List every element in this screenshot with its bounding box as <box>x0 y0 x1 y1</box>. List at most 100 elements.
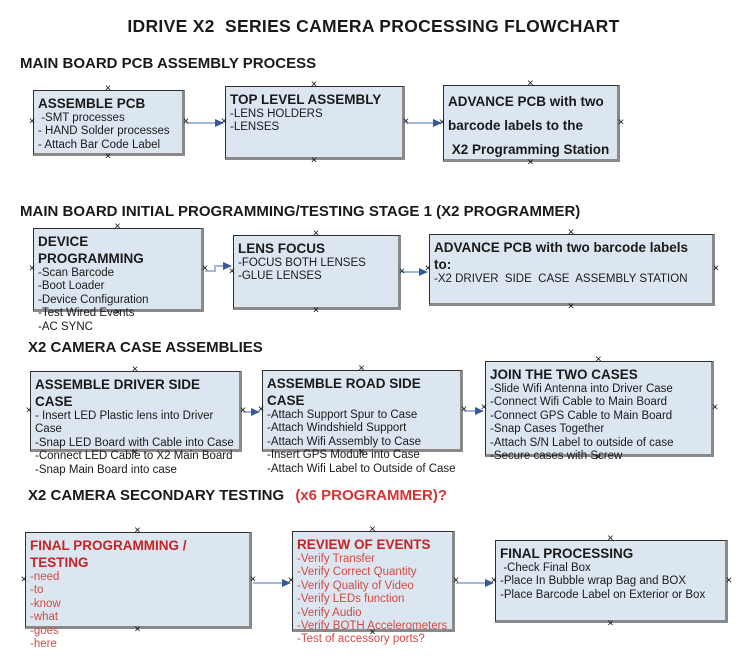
node-item: -to <box>30 584 44 597</box>
section-header-initial-programming: MAIN BOARD INITIAL PROGRAMMING/TESTING S… <box>20 203 580 220</box>
node-item: -Attach Support Spur to Case <box>267 409 418 421</box>
node-title: ASSEMBLE PCB <box>38 96 146 111</box>
connection-anchor-icon: × <box>287 574 295 586</box>
node-title: TOP LEVEL ASSEMBLY <box>230 92 382 107</box>
connection-anchor-icon: × <box>711 401 719 414</box>
node-item: -Verify Audio <box>297 606 362 619</box>
connection-anchor-icon: × <box>402 115 410 128</box>
flow-node-review-of-events: ×××× REVIEW OF EVENTS -Verify Transfer -… <box>288 524 459 645</box>
node-item: - Attach Bar Code Label <box>38 138 161 151</box>
connection-anchor-icon: × <box>28 262 36 275</box>
connection-anchor-icon: × <box>312 227 320 240</box>
connection-anchor-icon: × <box>20 573 28 585</box>
node-item: -Snap Main Board into case <box>35 463 177 476</box>
flow-node-final-processing: ×××× FINAL PROCESSING -Check Final Box -… <box>491 533 732 629</box>
section-header-pcb-assembly: MAIN BOARD PCB ASSEMBLY PROCESS <box>20 55 316 72</box>
connection-anchor-icon: × <box>595 353 602 366</box>
node-item: -Place Barcode Label on Exterior or Box <box>500 588 706 601</box>
connection-anchor-icon: × <box>312 304 320 317</box>
flow-node-advance-pcb-driver-side-station: ×××× ADVANCE PCB with two barcode labels… <box>425 227 719 312</box>
node-item: -Secure cases with Screw <box>490 450 623 463</box>
node-item: -Verify BOTH Accelerometers <box>297 620 448 633</box>
node-item: -Check Final Box <box>500 562 591 574</box>
node-title: ADVANCE PCB with two barcode labels to: <box>434 240 692 272</box>
node-item: -AC SYNC <box>38 320 93 333</box>
page-title: IDRIVE X2 SERIES CAMERA PROCESSING FLOWC… <box>127 16 620 36</box>
node-item: -Verify LEDs function <box>297 593 405 606</box>
connection-anchor-icon: × <box>104 150 112 163</box>
connection-anchor-icon: × <box>310 154 318 167</box>
node-item: -GLUE LENSES <box>238 270 322 283</box>
node-item: -Snap LED Board with Cable into Case <box>35 436 234 449</box>
flow-node-final-programming-testing: ×××× FINAL PROGRAMMING / TESTING -need -… <box>21 525 256 650</box>
node-item: - HAND Solder processes <box>38 125 170 138</box>
node-item: -Verify Quality of Video <box>297 579 414 592</box>
node-title: LENS FOCUS <box>238 241 326 256</box>
node-title: ADVANCE PCB with two barcode labels to t… <box>448 94 610 157</box>
node-item: -Boot Loader <box>38 280 105 293</box>
flow-node-lens-focus: ×××× LENS FOCUS -FOCUS BOTH LENSES -GLUE… <box>229 228 405 316</box>
node-item: -Attach Windshield Support <box>267 422 407 435</box>
node-title: DEVICE PROGRAMMING <box>38 234 144 266</box>
node-item: -goes <box>30 624 59 637</box>
connection-anchor-icon: × <box>607 617 614 630</box>
connection-anchor-icon: × <box>201 262 209 275</box>
node-item: -Attach Wifi Assembly to Case <box>267 435 422 448</box>
section-header-secondary-testing: X2 CAMERA SECONDARY TESTING (x6 PROGRAMM… <box>28 487 447 504</box>
connection-anchor-icon: × <box>567 300 575 313</box>
node-item: -Connect GPS Cable to Main Board <box>490 409 673 422</box>
node-item: -know <box>30 597 61 610</box>
node-item: -Test Wired Events <box>38 307 135 320</box>
connection-anchor-icon: × <box>182 115 190 128</box>
node-item: -Attach S/N Label to outside of case <box>490 436 674 449</box>
node-title: REVIEW OF EVENTS <box>297 537 431 552</box>
node-item: -Verify Correct Quantity <box>297 566 417 579</box>
node-item: -Snap Cases Together <box>490 423 605 436</box>
node-item: -Place In Bubble wrap Bag and BOX <box>500 575 687 588</box>
flow-node-advance-pcb-programming-station: ×××× ADVANCE PCB with two barcode labels… <box>439 78 624 168</box>
flow-node-assemble-road-side-case: ×××× ASSEMBLE ROAD SIDE CASE -Attach Sup… <box>258 363 467 475</box>
section-header-label: X2 CAMERA CASE ASSEMBLIES <box>28 339 263 356</box>
node-item: - Insert LED Plastic lens into Driver Ca… <box>35 410 217 436</box>
section-header-case-assemblies: X2 CAMERA CASE ASSEMBLIES <box>28 339 263 356</box>
flow-node-assemble-pcb: × × × × ASSEMBLE PCB -SMT processes - HAND … <box>29 83 189 162</box>
node-title: JOIN THE TWO CASES <box>490 367 638 382</box>
connection-anchor-icon: × <box>617 116 625 128</box>
connection-anchor-icon: × <box>527 77 534 90</box>
connection-anchor-icon: × <box>712 262 720 275</box>
connection-anchor-icon: × <box>607 532 614 545</box>
node-item: -Scan Barcode <box>38 267 115 279</box>
connection-anchor-icon: × <box>398 265 406 277</box>
node-item: -what <box>30 611 59 624</box>
connection-anchor-icon: × <box>249 573 257 585</box>
connection-anchor-icon: × <box>28 115 36 128</box>
section-header-red-suffix: (x6 PROGRAMMER)? <box>295 487 447 504</box>
flow-arrow-elbow <box>205 262 232 272</box>
connection-anchor-icon: × <box>239 404 247 416</box>
node-title: ASSEMBLE DRIVER SIDE CASE <box>35 377 204 409</box>
connection-anchor-icon: × <box>358 362 365 375</box>
node-item: -Attach Wifi Label to Outside of Case <box>267 462 456 475</box>
connection-anchor-icon: × <box>480 401 488 414</box>
node-item: -Connect LED Cable to X2 Main Board <box>35 450 233 463</box>
node-item: -SMT processes <box>38 112 125 124</box>
connection-anchor-icon: × <box>228 265 236 277</box>
connection-anchor-icon: × <box>567 226 575 239</box>
section-header-label: MAIN BOARD PCB ASSEMBLY PROCESS <box>20 55 317 72</box>
node-item: -Connect Wifi Cable to Main Board <box>490 396 668 409</box>
connection-anchor-icon: × <box>131 363 139 376</box>
connection-anchor-icon: × <box>438 116 446 128</box>
node-item: -Verify Transfer <box>297 553 375 565</box>
flow-node-device-programming: ×××× DEVICE PROGRAMMING -Scan Barcode -B… <box>29 221 208 333</box>
node-item: -here <box>30 638 57 651</box>
connection-anchor-icon: × <box>490 574 498 586</box>
node-item: -need <box>30 571 60 583</box>
node-title: FINAL PROCESSING <box>500 546 634 561</box>
connection-anchor-icon: × <box>114 220 121 233</box>
connection-anchor-icon: × <box>104 82 112 95</box>
section-header-label: X2 CAMERA SECONDARY TESTING <box>28 487 289 504</box>
node-title: FINAL PROGRAMMING / TESTING <box>30 538 191 570</box>
flow-node-assemble-driver-side-case: ×××× ASSEMBLE DRIVER SIDE CASE - Insert … <box>26 364 246 476</box>
node-item: -Insert GPS Module into Case <box>267 449 420 462</box>
